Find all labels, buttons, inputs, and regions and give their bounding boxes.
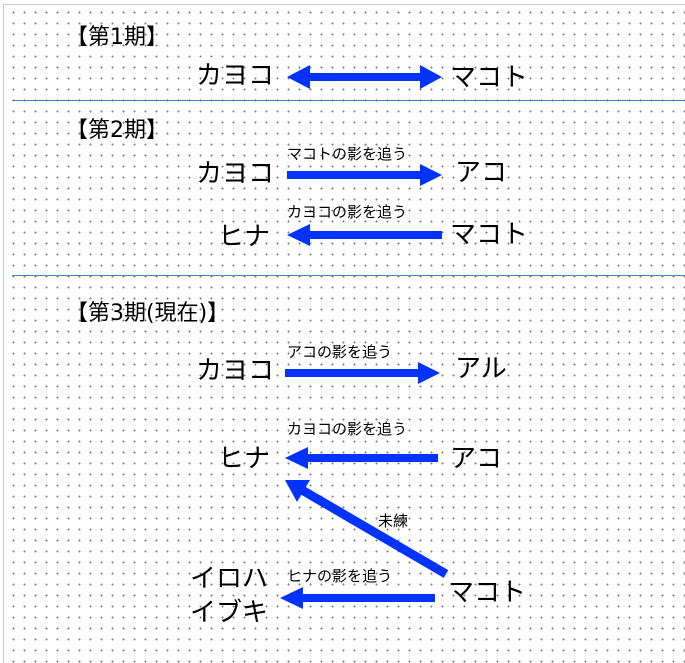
node-ako: アコ — [450, 444, 503, 474]
separator-1 — [12, 100, 685, 101]
period-3-title: 【第3期(現在)】 — [66, 301, 230, 326]
node-kayoko: カヨコ — [196, 61, 275, 91]
node-ibuki: イブキ — [190, 598, 269, 628]
node-makoto: マコト — [448, 578, 527, 608]
arrow-left[interactable] — [280, 587, 435, 609]
arrow-left[interactable] — [287, 224, 442, 246]
node-hina: ヒナ — [218, 444, 271, 474]
arrow-left[interactable] — [285, 447, 438, 469]
arrow-label: カヨコの影を追う — [287, 420, 408, 438]
node-kayoko: カヨコ — [196, 356, 275, 386]
node-kayoko: カヨコ — [196, 159, 275, 189]
node-iroha: イロハ — [190, 564, 269, 594]
node-hina: ヒナ — [218, 222, 271, 252]
node-makoto: マコト — [450, 220, 529, 250]
separator-2 — [12, 275, 685, 276]
arrow-label: アコの影を追う — [287, 343, 393, 361]
node-aru: アル — [455, 354, 507, 384]
diagonal-arrow[interactable] — [285, 480, 449, 578]
diagonal-arrow-label: 未練 — [378, 512, 409, 530]
double-arrow[interactable] — [287, 65, 442, 89]
arrow-right[interactable] — [287, 164, 442, 186]
node-makoto: マコト — [450, 63, 529, 93]
arrow-label: カヨコの影を追う — [287, 203, 408, 221]
node-ako: アコ — [455, 158, 508, 188]
period-1-title: 【第1期】 — [66, 25, 168, 50]
arrow-label: マコトの影を追う — [287, 145, 408, 163]
arrow-label: ヒナの影を追う — [287, 567, 393, 585]
period-2-title: 【第2期】 — [66, 118, 168, 143]
arrow-right[interactable] — [285, 362, 440, 384]
dot-grid — [3, 4, 685, 663]
